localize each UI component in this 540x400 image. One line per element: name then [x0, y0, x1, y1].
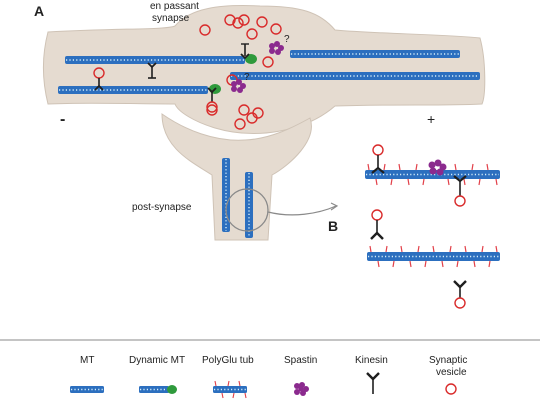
- minus-end-label: -: [60, 111, 65, 128]
- synaptic-vesicle: [234, 118, 246, 130]
- synaptic-vesicle: [238, 14, 250, 26]
- en-passant-label-line2: synapse: [152, 13, 190, 24]
- panel-a-label: A: [34, 3, 44, 19]
- synaptic-vesicle: [270, 23, 282, 35]
- synaptic-vesicle: [256, 16, 268, 28]
- plus-end-label: +: [427, 111, 435, 127]
- synaptic-vesicle: [232, 17, 244, 29]
- synaptic-vesicle: [199, 24, 211, 36]
- question-mark: ?: [244, 72, 250, 83]
- legend-label-mt: MT: [80, 355, 94, 366]
- synaptic-vesicle: [246, 28, 258, 40]
- axon-microtubule-bottom-left: [58, 86, 208, 94]
- kinesin-with-vesicle: [240, 43, 250, 60]
- synaptic-vesicle-icon: [445, 383, 457, 395]
- legend-label-polyglu-tub: PolyGlu tub: [202, 355, 254, 366]
- axon-microtubule-bottom-right: [230, 72, 480, 80]
- kinesin-on-microtubule: [147, 62, 157, 79]
- kinesin-with-vesicle: [453, 175, 467, 207]
- zoom-circle: [225, 188, 269, 232]
- kinesin-with-vesicle: [453, 280, 467, 309]
- kinesin-with-vesicle: [206, 87, 218, 113]
- kinesin-with-vesicle: [370, 209, 384, 240]
- polyglutamylated-tubulin-icon: [213, 380, 247, 399]
- polyglu-microtubule-bottom: [367, 245, 500, 268]
- synaptic-vesicle: [238, 104, 250, 116]
- axon-shape: [43, 5, 486, 134]
- spastin: [428, 159, 447, 176]
- spastin: [269, 41, 284, 55]
- post-synapse-microtubule-left: [222, 158, 230, 232]
- legend-label-spastin: Spastin: [284, 355, 317, 366]
- synaptic-vesicle: [262, 56, 274, 68]
- spastin-icon: [294, 382, 309, 396]
- synaptic-vesicle: [206, 104, 218, 116]
- spastin: [231, 79, 246, 93]
- kinesin-with-vesicle: [371, 144, 385, 174]
- axon-microtubule-top-right: [290, 50, 460, 58]
- post-synapse-label: post-synapse: [132, 202, 192, 213]
- legend-label-dynamic-mt: Dynamic MT: [129, 355, 185, 366]
- post-synapse-microtubule-right: [245, 172, 253, 238]
- zoom-arrow: [267, 205, 337, 216]
- dynamic-mt-tip: [245, 54, 257, 64]
- en-passant-label-line1: en passant: [150, 1, 199, 12]
- synaptic-vesicle: [224, 14, 236, 26]
- legend-label-kinesin: Kinesin: [355, 355, 388, 366]
- post-synapse-shape: [161, 113, 312, 241]
- axon-microtubule-top-left: [65, 56, 245, 64]
- synaptic-vesicle: [252, 107, 264, 119]
- kinesin-icon: [366, 372, 380, 394]
- legend-label-synaptic-line2: vesicle: [436, 367, 467, 378]
- dynamic-microtubule-icon: [139, 385, 177, 394]
- legend-label-synaptic-line1: Synaptic: [429, 355, 467, 366]
- question-mark: ?: [284, 34, 290, 45]
- kinesin-with-vesicle: [93, 67, 105, 91]
- microtubule-icon: [70, 386, 104, 393]
- panel-b-label: B: [328, 218, 338, 234]
- zoom-arrowhead: [330, 202, 339, 211]
